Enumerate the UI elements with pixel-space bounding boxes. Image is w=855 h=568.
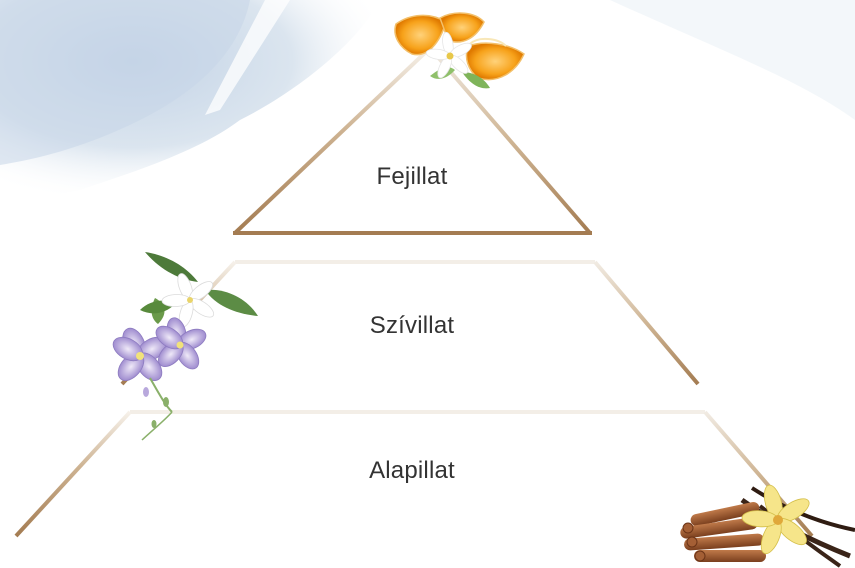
tier-label-top-notes: Fejillat [262,163,562,191]
cinnamon-vanilla-icon [680,483,855,566]
tier-label-heart-notes: Szívillat [262,312,562,340]
tier-label-base-notes: Alapillat [262,457,562,485]
orange-blossom-icon [395,13,524,88]
